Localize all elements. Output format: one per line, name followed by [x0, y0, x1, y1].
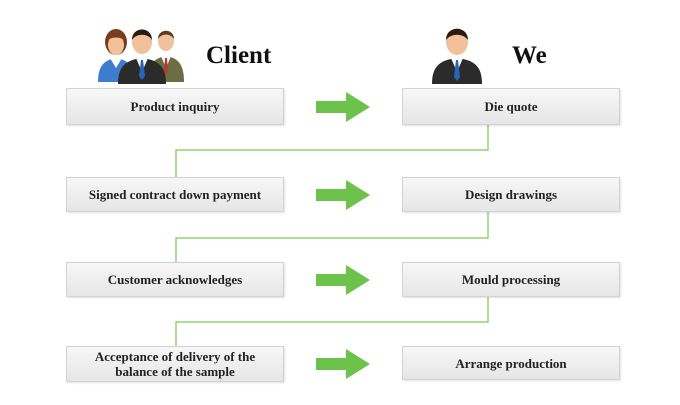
- connector-line-1: [175, 125, 489, 177]
- business-people-group-icon: [98, 29, 184, 84]
- we-step-1: Die quote: [402, 88, 620, 125]
- we-step-3: Mould processing: [402, 262, 620, 297]
- client-header: Client: [206, 42, 272, 69]
- businessman-icon: [432, 28, 482, 84]
- client-step-1: Product inquiry: [66, 88, 284, 125]
- right-arrow-icon: [316, 265, 370, 295]
- connector-line-2: [175, 212, 489, 262]
- client-step-3: Customer acknowledges: [66, 262, 284, 297]
- client-step-2: Signed contract down payment: [66, 177, 284, 212]
- client-step-4: Acceptance of delivery of the balance of…: [66, 346, 284, 382]
- right-arrow-icon: [316, 92, 370, 122]
- right-arrow-icon: [316, 180, 370, 210]
- we-step-4: Arrange production: [402, 346, 620, 380]
- we-step-2: Design drawings: [402, 177, 620, 212]
- we-header: We: [512, 42, 547, 69]
- connector-line-3: [175, 297, 489, 346]
- right-arrow-icon: [316, 349, 370, 379]
